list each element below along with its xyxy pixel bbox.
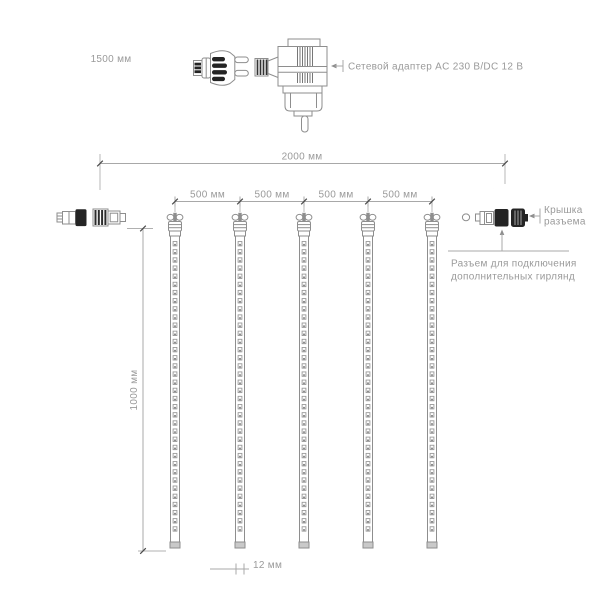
dimension-500-label: 500 мм <box>190 190 225 201</box>
power-connector-pair <box>56 208 126 227</box>
icicle-tube <box>166 212 184 549</box>
icicle-tube <box>231 212 249 549</box>
icicle-tube <box>295 212 313 549</box>
extra-connector-line1: Разъем для подключения <box>451 259 577 270</box>
power-cable <box>35 66 195 219</box>
extra-connector-label: Разъем для подключения дополнительных ги… <box>448 229 577 283</box>
connector-cap-label: Крышка разъема <box>529 205 586 228</box>
cap-label-line2: разъема <box>544 217 586 228</box>
dimension-1500-label: 1500 мм <box>91 54 132 65</box>
power-adapter <box>254 38 328 133</box>
icicle-tube <box>423 212 441 549</box>
europlug-pin <box>301 115 309 133</box>
extra-connector-line2: дополнительных гирлянд <box>451 272 575 283</box>
connector-cap <box>511 208 528 227</box>
adapter-label-text: Сетевой адаптер AC 230 В/DC 12 В <box>348 62 523 73</box>
dimension-12: 12 мм <box>210 560 282 575</box>
dimension-500-label: 500 мм <box>318 190 353 201</box>
icicle-tube <box>359 212 377 549</box>
dimension-2000: 2000 мм <box>96 152 509 190</box>
icicle-tubes <box>166 212 441 549</box>
plug-prong-bottom <box>234 69 249 77</box>
end-connector <box>475 208 528 227</box>
dimension-500-group: 500 мм 500 мм 500 мм 500 мм <box>171 190 436 212</box>
plug-prong-top <box>234 56 249 64</box>
adapter-label: Сетевой адаптер AC 230 В/DC 12 В <box>331 60 523 73</box>
dimension-500-label: 500 мм <box>254 190 289 201</box>
wire-tie <box>461 213 471 222</box>
power-plug <box>193 50 249 86</box>
end-loop <box>461 186 522 222</box>
dimension-12-label: 12 мм <box>253 560 282 571</box>
dimension-1000: 1000 мм <box>127 225 166 555</box>
dimension-1000-label: 1000 мм <box>129 370 140 411</box>
cap-label-line1: Крышка <box>544 205 583 216</box>
dimension-2000-label: 2000 мм <box>282 152 323 163</box>
dimension-500-label: 500 мм <box>382 190 417 201</box>
